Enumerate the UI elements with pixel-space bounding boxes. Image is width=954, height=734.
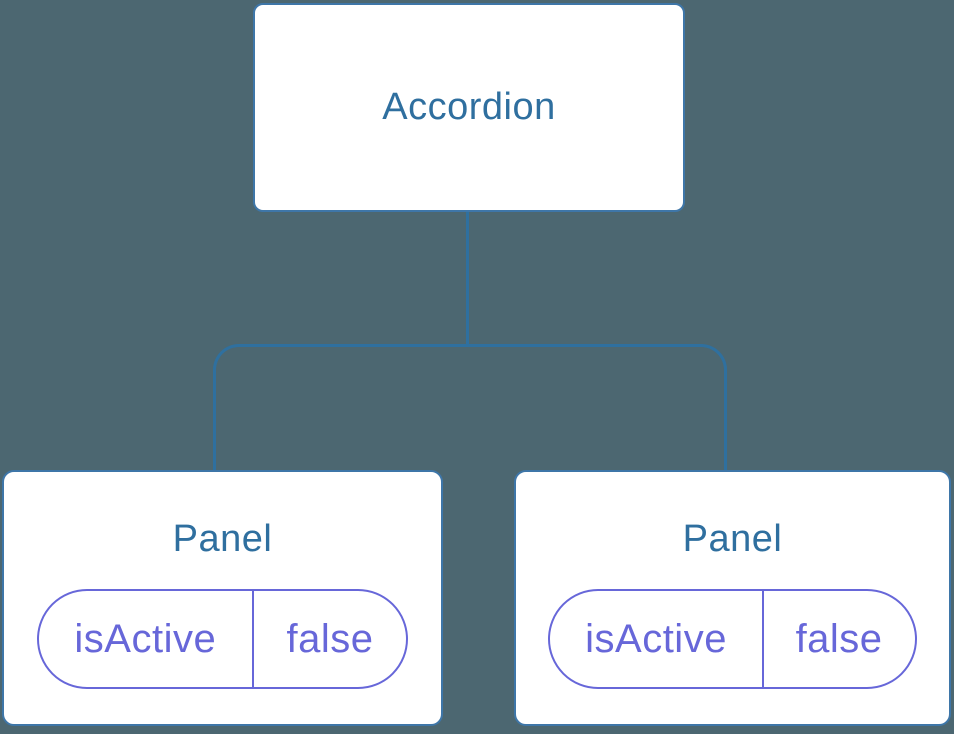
node-panel-1: Panel isActive false [2, 470, 443, 726]
node-label-accordion: Accordion [382, 86, 556, 128]
node-label-panel-1: Panel [172, 518, 273, 560]
state-pill: isActive false [548, 589, 917, 689]
node-accordion: Accordion [253, 3, 685, 212]
node-panel-2: Panel isActive false [514, 470, 951, 726]
state-key: isActive [74, 616, 217, 661]
connector-branch [213, 344, 727, 470]
node-label-panel-2: Panel [682, 518, 783, 560]
connector-stem [466, 211, 469, 344]
state-value: false [251, 591, 406, 687]
state-key: isActive [585, 616, 727, 661]
state-value: false [761, 591, 915, 687]
state-pill: isActive false [36, 589, 409, 689]
